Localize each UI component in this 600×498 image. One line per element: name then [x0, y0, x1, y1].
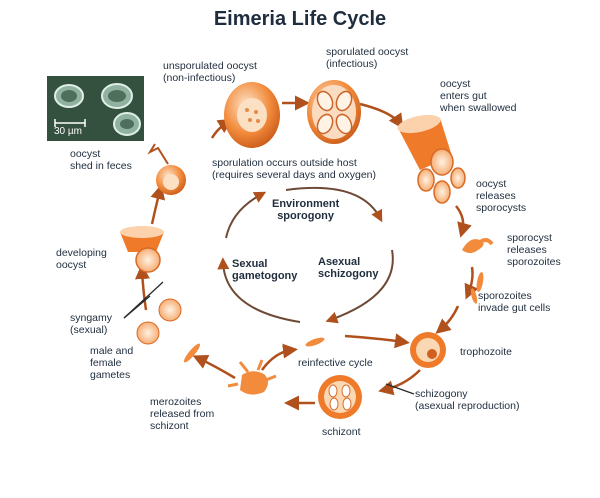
arrow-trophozoite-to-schizont [378, 369, 421, 396]
developing-oocyst-drawing [120, 226, 164, 273]
label-sporulation-note: sporulation occurs outside host(requires… [212, 157, 377, 181]
inner-arrow-left-bottom [217, 257, 301, 323]
schizont-drawing [318, 375, 362, 419]
sporulated-oocyst-drawing [307, 80, 361, 144]
arrow-merozoites-to-gametes [192, 355, 236, 380]
inner-arrow-top [285, 186, 383, 223]
outer-cycle-arrows [134, 95, 479, 411]
arrow-merozoite-reinfect [260, 343, 298, 371]
reinfective-zoite-drawing [305, 337, 325, 347]
label-unsporulated-oocyst: unsporulated oocyst(non-infectious) [163, 60, 257, 84]
inner-cycle-arrows [217, 186, 394, 324]
label-schizogony: schizogony(asexual reproduction) [415, 388, 520, 412]
diagram-title: Eimeria Life Cycle [213, 8, 387, 30]
arrow-sporocyst-to-invade [464, 266, 479, 300]
label-reinfective-cycle: reinfective cycle [298, 357, 373, 369]
unsporulated-oocyst-drawing [224, 82, 280, 148]
reinfective-arrows [260, 333, 410, 371]
inner-arrow-left-top [225, 191, 267, 239]
sporocyst-drawing [462, 238, 494, 253]
arrow-reinfect-to-trophozoite [344, 333, 410, 349]
gametes-drawing [136, 298, 201, 363]
arrow-gut-to-sporocysts [455, 205, 472, 238]
shed-oocyst-drawing [147, 143, 186, 195]
arrow-sporulated-to-gut [359, 102, 404, 129]
label-schizont: schizont [322, 426, 361, 438]
scale-bar-label: 30 µm [54, 126, 82, 137]
syngamy-pointers [123, 281, 415, 395]
label-syngamy: syngamy(sexual) [70, 312, 113, 336]
arrow-developing-to-shed [150, 184, 166, 225]
label-sporulated-oocyst: sporulated oocyst(infectious) [326, 46, 409, 70]
oocyst-in-gut-drawing [397, 114, 466, 204]
merozoites-drawing [227, 359, 277, 395]
arrow-invade-to-trophozoite [435, 305, 460, 334]
inner-arrow-right [325, 249, 394, 324]
trophozoite-drawing [410, 332, 446, 368]
sporozoites-drawing [470, 272, 484, 304]
arrow-gametes-to-developing [134, 264, 150, 311]
label-trophozoite: trophozoite [460, 346, 512, 358]
oocyst-micrograph [47, 76, 144, 141]
